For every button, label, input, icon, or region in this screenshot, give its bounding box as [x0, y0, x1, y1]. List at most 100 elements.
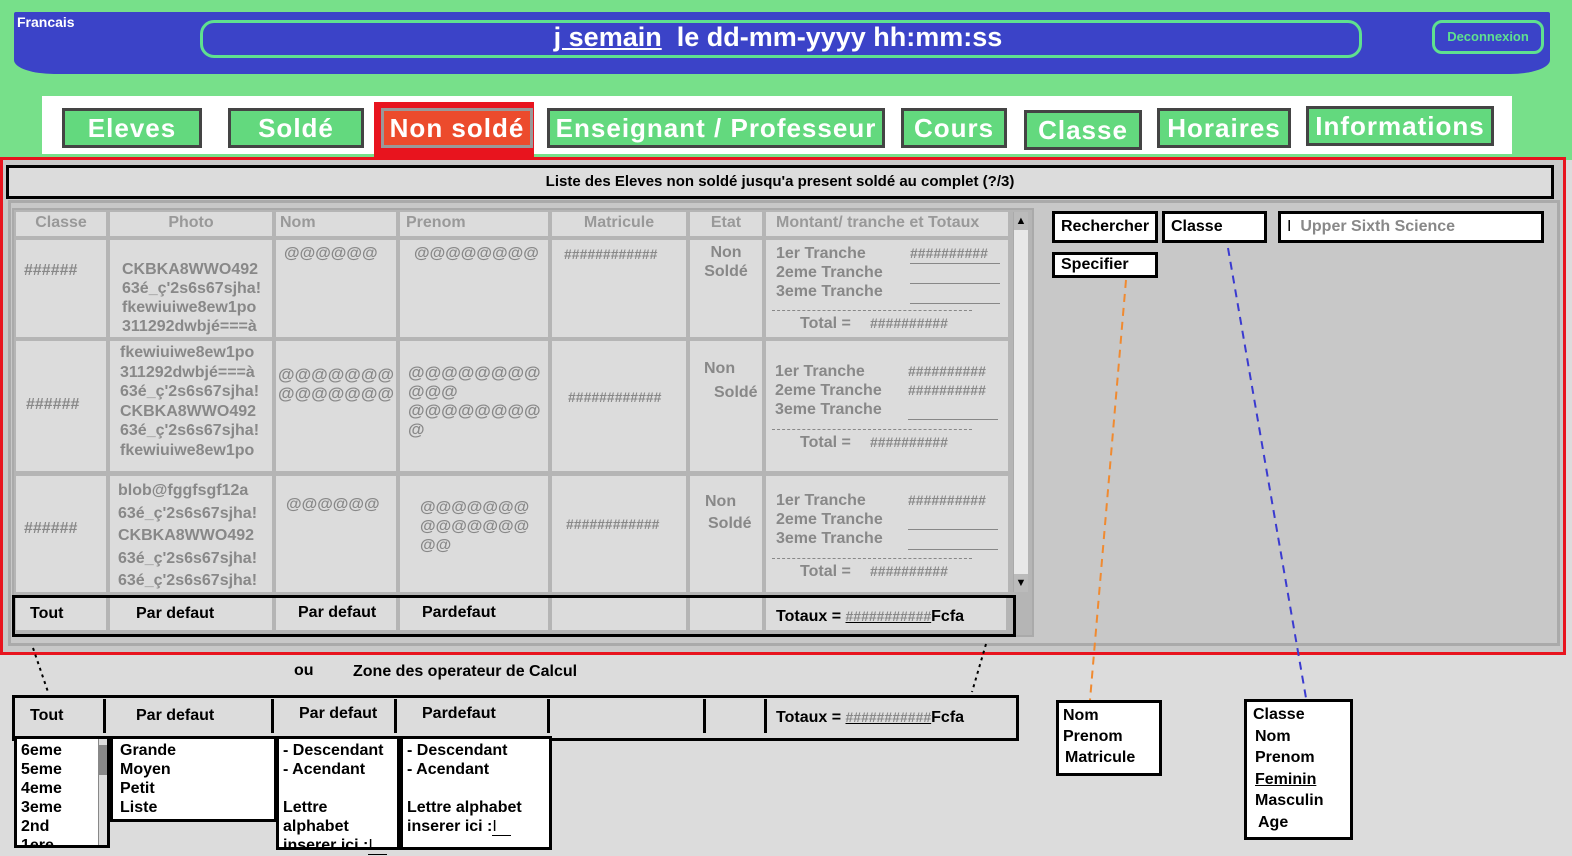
- tranche-label: 1er Tranche: [776, 492, 866, 509]
- page-title: j semain le dd-mm-yyyy hh:mm:ss: [200, 20, 1356, 54]
- class-option[interactable]: 3eme: [21, 799, 62, 816]
- category-option[interactable]: Nom: [1255, 727, 1291, 745]
- class-option[interactable]: 1ere: [21, 837, 54, 848]
- category-option[interactable]: Prenom: [1255, 749, 1315, 766]
- etat-line: Non: [705, 493, 737, 510]
- tab-cours[interactable]: Cours: [901, 108, 1007, 148]
- row-montant: 1er Tranche 2eme Tranche 3eme Tranche ##…: [766, 476, 1008, 592]
- datetime: le dd-mm-yyyy hh:mm:ss: [676, 22, 1003, 52]
- col-prenom-header[interactable]: Prenom: [400, 212, 548, 236]
- calc-tout[interactable]: Tout: [16, 699, 106, 733]
- scroll-up-icon[interactable]: ▲: [1014, 212, 1028, 230]
- table-row[interactable]: ######: [16, 476, 106, 592]
- tab-eleves[interactable]: Eleves: [62, 108, 202, 148]
- total-divider: [772, 310, 972, 311]
- language-label[interactable]: Francais: [17, 14, 75, 30]
- tab-informations[interactable]: Informations: [1306, 106, 1494, 146]
- nom-value: @@@@@@: [286, 496, 380, 513]
- col-matricule-header[interactable]: Matricule: [552, 212, 686, 236]
- footer-tout[interactable]: Tout: [16, 598, 106, 630]
- nom-sort-list[interactable]: - Descendant - Acendant Lettre alphabet …: [276, 736, 400, 855]
- tranche-value: [908, 400, 998, 420]
- class-option[interactable]: 2nd: [21, 818, 50, 835]
- total-divider: [772, 429, 972, 430]
- specify-option[interactable]: Matricule: [1065, 749, 1136, 766]
- row-nom: @@@@@@: [276, 240, 396, 337]
- tranche-value: ##########: [910, 244, 1000, 264]
- total-label: Total =: [800, 434, 851, 451]
- col-montant-header[interactable]: Montant/ tranche et Totaux: [766, 212, 1008, 236]
- class-option[interactable]: 4eme: [21, 780, 62, 797]
- category-option[interactable]: Classe: [1253, 706, 1305, 723]
- photo-line: CKBKA8WWO492: [122, 261, 259, 278]
- specify-option[interactable]: Prenom: [1063, 728, 1123, 745]
- search-input[interactable]: I Upper Sixth Science: [1278, 211, 1544, 243]
- total-value: ##########: [870, 434, 948, 450]
- category-option[interactable]: Age: [1258, 813, 1289, 831]
- col-etat-header[interactable]: Etat: [690, 212, 762, 236]
- tab-non-solde[interactable]: Non soldé: [381, 108, 533, 148]
- tranche-value: [910, 284, 1000, 304]
- tab-solde[interactable]: Soldé: [228, 108, 364, 148]
- table-row[interactable]: ######: [16, 341, 106, 471]
- footer-photo-size[interactable]: Par defaut: [110, 598, 272, 630]
- scroll-thumb[interactable]: [99, 745, 107, 775]
- letter-input-label: inserer ici :: [407, 818, 493, 835]
- category-option[interactable]: Masculin: [1255, 792, 1324, 809]
- category-options-list[interactable]: Classe Nom Prenom Feminin Masculin Age: [1244, 699, 1353, 840]
- sort-option[interactable]: - Descendant: [407, 742, 508, 759]
- row-etat: Non Soldé: [690, 476, 762, 592]
- search-button[interactable]: Rechercher: [1052, 211, 1158, 243]
- table-row[interactable]: ######: [16, 240, 106, 337]
- calc-photo[interactable]: Par defaut: [110, 699, 274, 733]
- prenom-sort-list[interactable]: - Descendant - Acendant Lettre alphabet …: [400, 736, 552, 850]
- tab-classe[interactable]: Classe: [1024, 110, 1142, 150]
- photo-line: 311292dwbjé===à: [120, 363, 255, 381]
- size-option[interactable]: Grande: [120, 742, 177, 759]
- row-matricule: ############: [552, 341, 686, 471]
- table-scrollbar[interactable]: ▲ ▼: [1013, 212, 1028, 592]
- tab-enseignant[interactable]: Enseignant / Professeur: [547, 108, 885, 148]
- category-select[interactable]: Classe: [1162, 211, 1267, 243]
- logout-button[interactable]: Deconnexion: [1432, 20, 1544, 54]
- category-option[interactable]: Feminin: [1255, 770, 1317, 788]
- class-option[interactable]: 6eme: [21, 742, 62, 759]
- sort-option[interactable]: - Acendant: [407, 761, 490, 778]
- letter-input[interactable]: inserer ici :I: [407, 817, 545, 836]
- total-label: Total =: [800, 315, 851, 332]
- prenom-value: @: [408, 420, 425, 439]
- photo-line: 63é_ç'2s6s67sjha!: [120, 383, 260, 400]
- letter-input[interactable]: inserer ici :I: [283, 836, 393, 855]
- totaux-value: ###########: [845, 608, 932, 624]
- tranche-value: [908, 530, 998, 550]
- specify-button[interactable]: Specifier: [1052, 252, 1158, 278]
- specify-option[interactable]: Nom: [1063, 707, 1099, 724]
- class-dropdown[interactable]: 6eme 5eme 4eme 3eme 2nd 1ere: [14, 736, 110, 848]
- calc-etat: [706, 699, 767, 733]
- col-photo-header[interactable]: Photo: [110, 212, 272, 236]
- class-option[interactable]: 5eme: [21, 761, 62, 778]
- scroll-down-icon[interactable]: ▼: [1014, 574, 1028, 592]
- footer-prenom-sort[interactable]: Pardefaut: [400, 598, 548, 630]
- calc-prenom[interactable]: Pardefaut: [400, 699, 550, 733]
- title-frame: [200, 20, 1362, 58]
- sort-option[interactable]: - Acendant: [283, 761, 366, 778]
- sort-option[interactable]: - Descendant: [283, 742, 384, 759]
- specify-options-list[interactable]: Nom Prenom Matricule: [1056, 700, 1162, 776]
- class-dropdown-scrollbar[interactable]: [98, 739, 107, 845]
- tab-horaires[interactable]: Horaires: [1157, 108, 1291, 148]
- calc-nom[interactable]: Par defaut: [277, 699, 397, 733]
- calc-connector-left: [32, 647, 49, 693]
- sort-spacer: [407, 779, 545, 798]
- footer-nom-sort[interactable]: Par defaut: [276, 598, 396, 630]
- row-photo: fkewiuiwe8ew1po 311292dwbjé===à 63é_ç'2s…: [110, 341, 272, 471]
- size-option[interactable]: Moyen: [120, 761, 171, 778]
- matricule-value: ############: [564, 246, 658, 262]
- col-nom-header[interactable]: Nom: [276, 212, 396, 236]
- photo-size-list[interactable]: Grande Moyen Petit Liste: [110, 736, 277, 822]
- photo-line: 63é_ç'2s6s67sjha!: [120, 422, 260, 439]
- size-option[interactable]: Liste: [120, 799, 158, 816]
- col-classe-header[interactable]: Classe: [16, 212, 106, 236]
- total-divider: [772, 558, 972, 559]
- size-option[interactable]: Petit: [120, 780, 155, 797]
